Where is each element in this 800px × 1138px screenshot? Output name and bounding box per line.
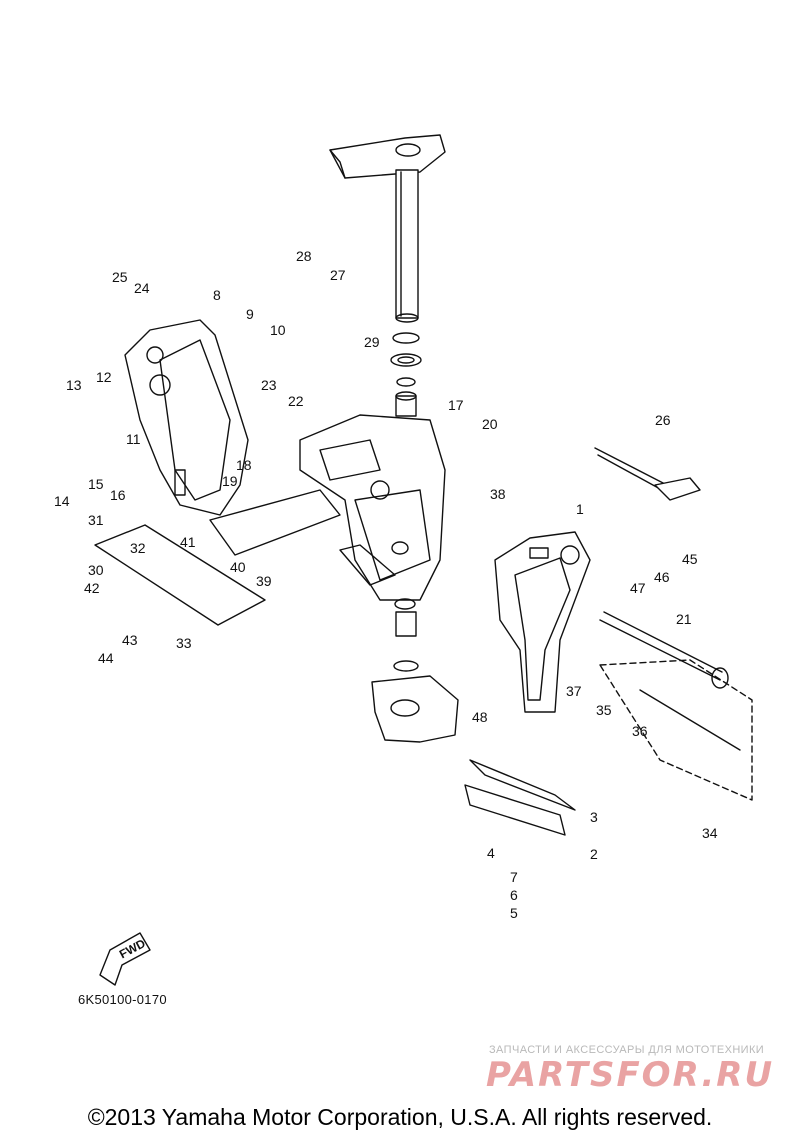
callout-34[interactable]: 34: [702, 825, 718, 841]
callout-45[interactable]: 45: [682, 551, 698, 567]
callout-16[interactable]: 16: [110, 487, 126, 503]
callout-14[interactable]: 14: [54, 493, 70, 509]
callout-43[interactable]: 43: [122, 632, 138, 648]
callout-1[interactable]: 1: [576, 501, 584, 517]
callout-23[interactable]: 23: [261, 377, 277, 393]
callout-26[interactable]: 26: [655, 412, 671, 428]
callout-15[interactable]: 15: [88, 476, 104, 492]
callout-48[interactable]: 48: [472, 709, 488, 725]
callout-25[interactable]: 25: [112, 269, 128, 285]
callout-42[interactable]: 42: [84, 580, 100, 596]
catalog-code: 6K50100-0170: [78, 992, 167, 1007]
callout-2[interactable]: 2: [590, 846, 598, 862]
callout-38[interactable]: 38: [490, 486, 506, 502]
lower-mount: [371, 598, 459, 743]
callout-46[interactable]: 46: [654, 569, 670, 585]
callout-44[interactable]: 44: [98, 650, 114, 666]
callout-10[interactable]: 10: [270, 322, 286, 338]
callout-31[interactable]: 31: [88, 512, 104, 528]
swivel-bracket: [299, 414, 446, 601]
callout-39[interactable]: 39: [256, 573, 272, 589]
callout-29[interactable]: 29: [364, 334, 380, 350]
callout-47[interactable]: 47: [630, 580, 646, 596]
watermark-tagline: ЗАПЧАСТИ И АКСЕССУАРЫ ДЛЯ МОТОТЕХНИКИ: [489, 1044, 765, 1056]
callout-41[interactable]: 41: [180, 534, 196, 550]
callout-36[interactable]: 36: [632, 723, 648, 739]
callout-13[interactable]: 13: [66, 377, 82, 393]
callout-6[interactable]: 6: [510, 887, 518, 903]
callout-17[interactable]: 17: [448, 397, 464, 413]
callout-30[interactable]: 30: [88, 562, 104, 578]
callout-5[interactable]: 5: [510, 905, 518, 921]
clamp-bracket-right: [494, 531, 591, 713]
callout-20[interactable]: 20: [482, 416, 498, 432]
callout-37[interactable]: 37: [566, 683, 582, 699]
callout-27[interactable]: 27: [330, 267, 346, 283]
callout-7[interactable]: 7: [510, 869, 518, 885]
through-tube: [599, 611, 729, 689]
callout-8[interactable]: 8: [213, 287, 221, 303]
callout-33[interactable]: 33: [176, 635, 192, 651]
callout-24[interactable]: 24: [134, 280, 150, 296]
callout-9[interactable]: 9: [246, 306, 254, 322]
callout-35[interactable]: 35: [596, 702, 612, 718]
steering-shaft: [329, 134, 446, 323]
clamp-bracket-left: [124, 319, 249, 516]
copyright-notice: ©2013 Yamaha Motor Corporation, U.S.A. A…: [87, 1104, 713, 1130]
callout-12[interactable]: 12: [96, 369, 112, 385]
thumb-screw-assembly: [599, 659, 753, 801]
callout-32[interactable]: 32: [130, 540, 146, 556]
watermark-logo: PARTSFOR.RU: [486, 1055, 775, 1095]
tilt-lever-rod: [594, 447, 701, 501]
callout-18[interactable]: 18: [236, 457, 252, 473]
callout-3[interactable]: 3: [590, 809, 598, 825]
callout-28[interactable]: 28: [296, 248, 312, 264]
callout-40[interactable]: 40: [230, 559, 246, 575]
callout-21[interactable]: 21: [676, 611, 692, 627]
forward-arrow: [99, 932, 151, 986]
callout-11[interactable]: 11: [126, 431, 141, 447]
callout-19[interactable]: 19: [222, 473, 238, 489]
callout-4[interactable]: 4: [487, 845, 495, 861]
dashed-groups: [94, 489, 396, 626]
callout-22[interactable]: 22: [288, 393, 304, 409]
trim-plates: [464, 759, 576, 836]
